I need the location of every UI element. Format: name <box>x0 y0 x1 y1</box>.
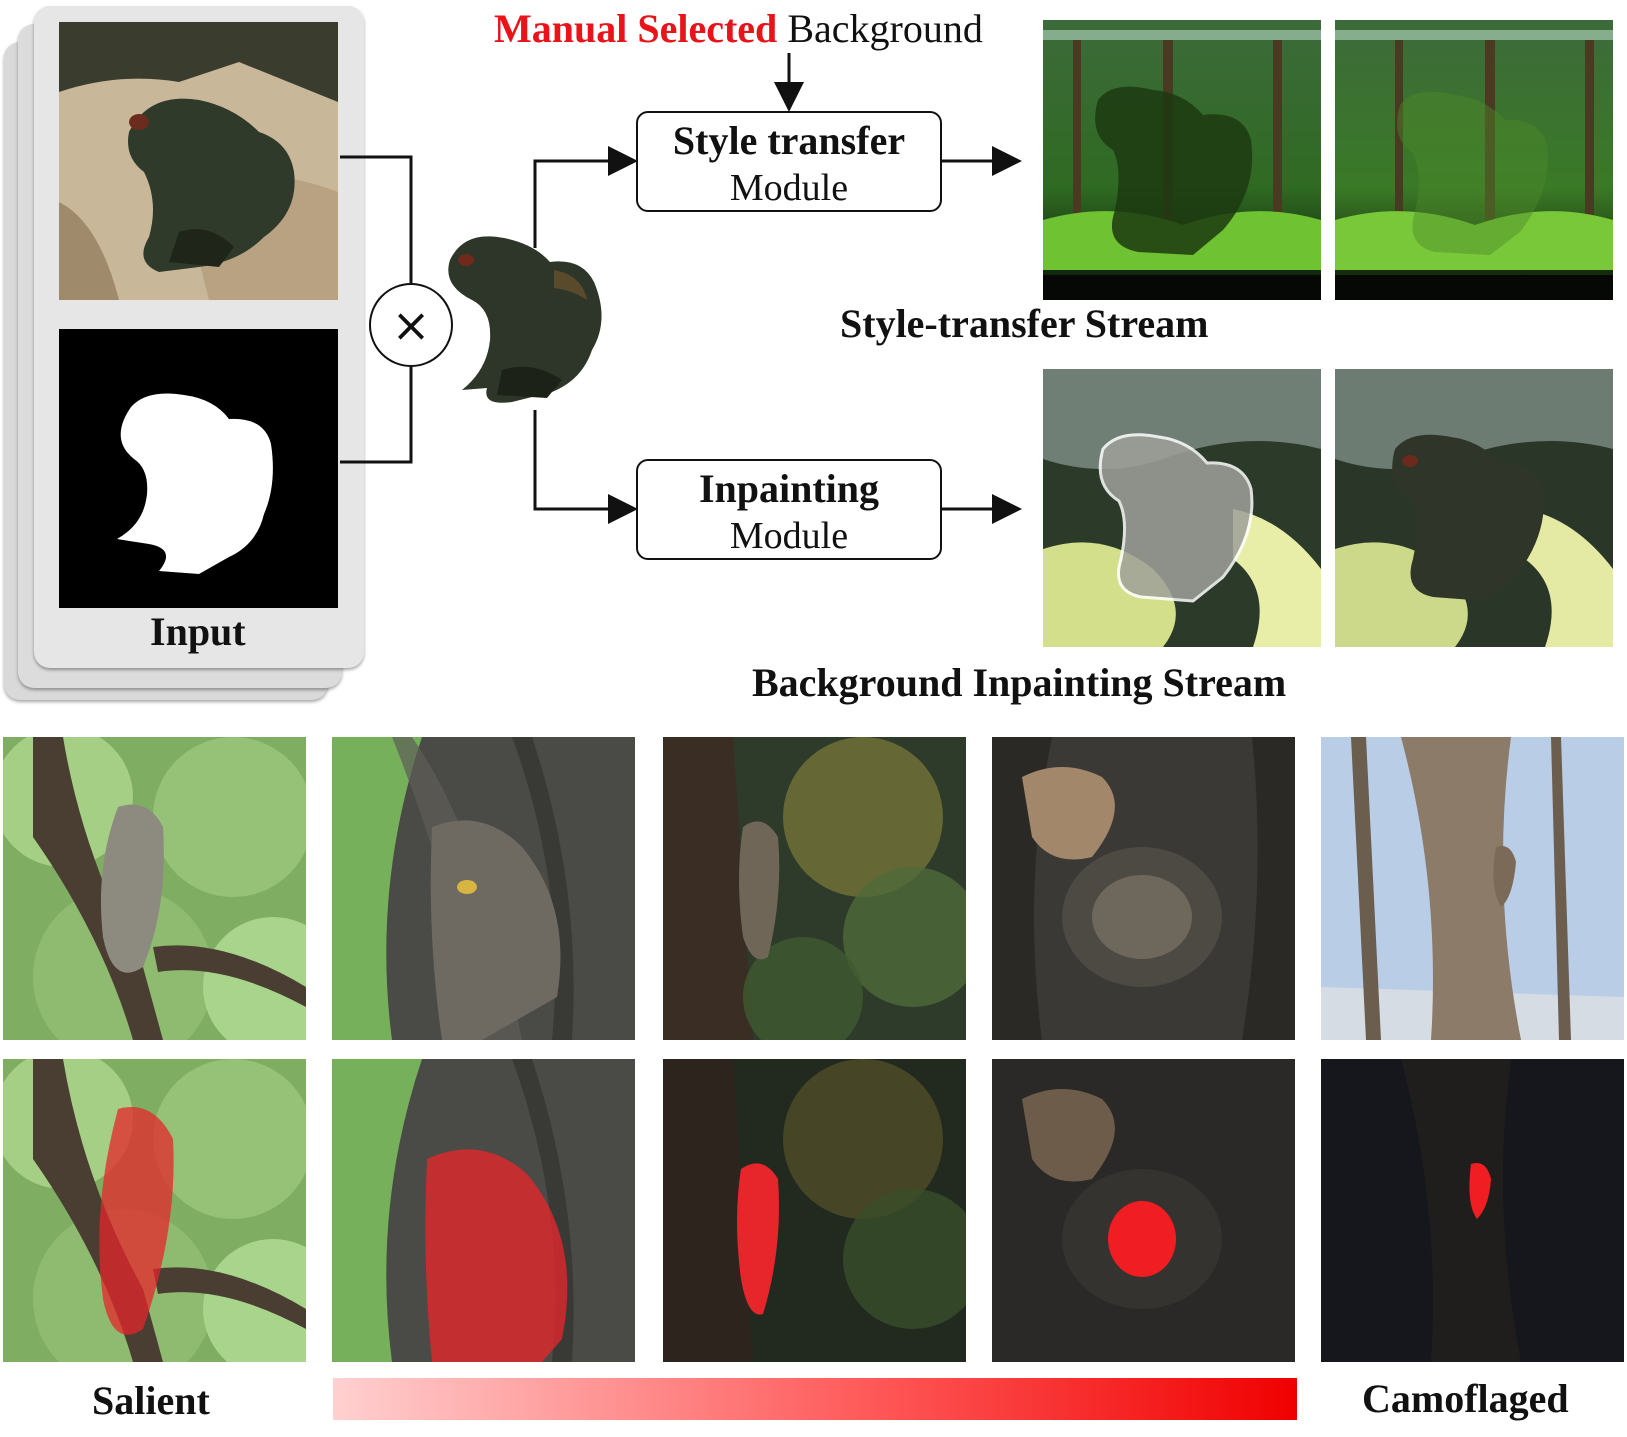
style-transfer-title: Style transfer <box>672 118 906 163</box>
owl-original-4 <box>992 737 1295 1040</box>
input-label: Input <box>150 609 246 654</box>
style-transfer-output-1 <box>1043 20 1321 300</box>
saliency-gradient-bar <box>333 1378 1297 1420</box>
cutout-frog-image <box>442 230 610 410</box>
inpainting-output-2 <box>1335 369 1613 647</box>
inpainting-module: Inpainting Module <box>636 459 942 560</box>
owl-original-2 <box>332 737 635 1040</box>
inpainting-output-1 <box>1043 369 1321 647</box>
inpainting-stream-label: Background Inpainting Stream <box>752 660 1287 705</box>
style-transfer-output-2 <box>1335 20 1613 300</box>
input-mask-image <box>59 329 338 608</box>
camouflaged-label: Camoflaged <box>1362 1376 1569 1421</box>
multiply-operator: × <box>369 283 453 367</box>
owl-original-1 <box>3 737 306 1040</box>
style-transfer-module: Style transfer Module <box>636 111 942 212</box>
multiply-symbol: × <box>391 298 431 352</box>
input-frog-image <box>59 22 338 300</box>
owl-masked-4 <box>992 1059 1295 1362</box>
owl-masked-3 <box>663 1059 966 1362</box>
style-transfer-stream-label: Style-transfer Stream <box>840 301 1209 346</box>
salient-label: Salient <box>92 1378 210 1423</box>
owl-masked-5 <box>1321 1059 1624 1362</box>
owl-masked-2 <box>332 1059 635 1362</box>
owl-original-3 <box>663 737 966 1040</box>
manual-selected-text: Manual Selected <box>494 6 778 51</box>
header-label: Manual Selected Background <box>494 5 983 52</box>
owl-masked-1 <box>3 1059 306 1362</box>
inpainting-title: Inpainting <box>698 466 880 511</box>
background-text: Background <box>787 6 983 51</box>
style-transfer-subtitle: Module <box>729 167 849 209</box>
arrow-to-inpainting <box>533 410 638 524</box>
owl-original-5 <box>1321 737 1624 1040</box>
inpainting-subtitle: Module <box>729 515 849 557</box>
